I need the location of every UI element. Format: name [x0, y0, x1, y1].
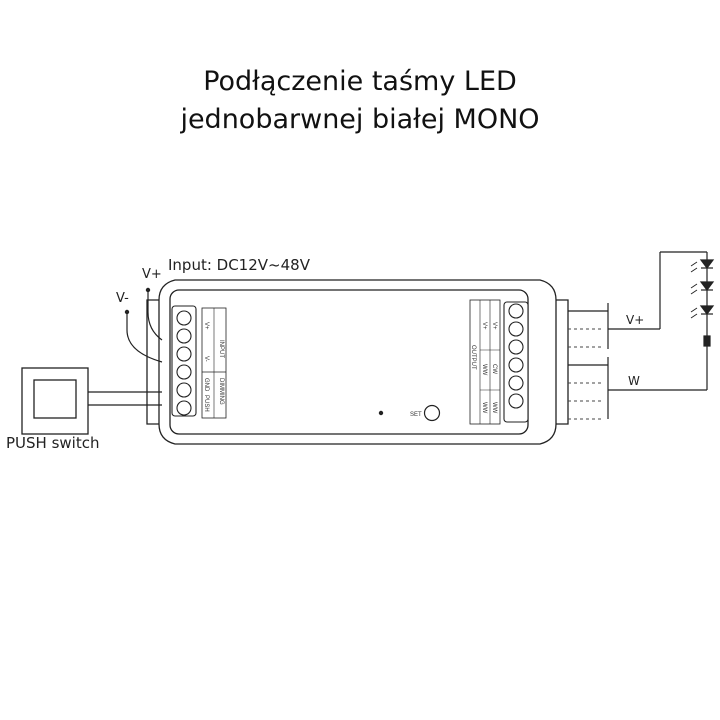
input-terminal-vminus: V- — [203, 356, 209, 362]
output-screw-4 — [508, 357, 524, 373]
output-screw-6 — [508, 393, 524, 409]
output-terminal-block — [503, 301, 529, 423]
input-terminal-block — [171, 305, 197, 417]
power-wires — [126, 290, 163, 363]
set-button[interactable] — [423, 404, 441, 422]
strip-resistor — [703, 335, 711, 347]
output-label-table: OUTPUT V+ V+ WW CW WW WW — [469, 299, 501, 425]
switch-wires — [88, 391, 162, 406]
input-voltage-label: Input: DC12V~48V — [168, 256, 311, 274]
strip-w-label: W — [628, 374, 640, 388]
output-terminal-2: V+ — [491, 322, 497, 330]
output-terminal-5: WW — [481, 402, 487, 414]
dimming-screw-6 — [176, 400, 192, 416]
power-minus-label: V- — [116, 291, 129, 306]
input-screw-vplus — [176, 310, 192, 326]
dimming-terminal-gnd: GND — [203, 378, 209, 392]
output-header: OUTPUT — [470, 345, 476, 370]
led-strip — [690, 252, 715, 347]
output-screw-2 — [508, 321, 524, 337]
input-header: INPUT — [218, 340, 224, 358]
output-terminal-6: WW — [491, 402, 497, 414]
dimming-header: DIMMING — [218, 378, 224, 405]
output-screw-1 — [508, 303, 524, 319]
led-diode-1 — [690, 259, 715, 273]
output-screw-5 — [508, 375, 524, 391]
diagram-title-line-1: Podłączenie taśmy LED — [203, 66, 517, 97]
output-wires — [568, 251, 708, 419]
input-terminal-vplus: V+ — [203, 322, 209, 330]
set-label: SET — [410, 412, 422, 418]
dimming-screw-gnd — [176, 364, 192, 380]
power-minus-terminal — [124, 309, 130, 315]
push-switch — [21, 367, 89, 435]
led-diode-2 — [690, 281, 715, 295]
output-terminal-4: CW — [491, 364, 497, 374]
power-plus-label: V+ — [142, 267, 162, 282]
input-screw-vminus — [176, 328, 192, 344]
output-screw-3 — [508, 339, 524, 355]
unused-output-wires — [568, 328, 604, 420]
output-terminal-1: V+ — [481, 322, 487, 330]
push-switch-label: PUSH switch — [6, 434, 99, 452]
power-plus-terminal — [145, 287, 151, 293]
led-diode-3 — [690, 305, 715, 319]
push-button — [33, 379, 77, 419]
strip-plus-label: V+ — [626, 313, 644, 327]
dimming-terminal-push: PUSH — [203, 395, 209, 412]
dimming-screw-push — [176, 382, 192, 398]
status-led-dot — [378, 410, 384, 416]
diagram-title-line-2: jednobarwnej białej MONO — [180, 104, 540, 135]
input-label-table: INPUT V+ V- DIMMING GND PUSH — [201, 307, 227, 419]
output-terminal-3: WW — [481, 364, 487, 376]
input-screw-3 — [176, 346, 192, 362]
